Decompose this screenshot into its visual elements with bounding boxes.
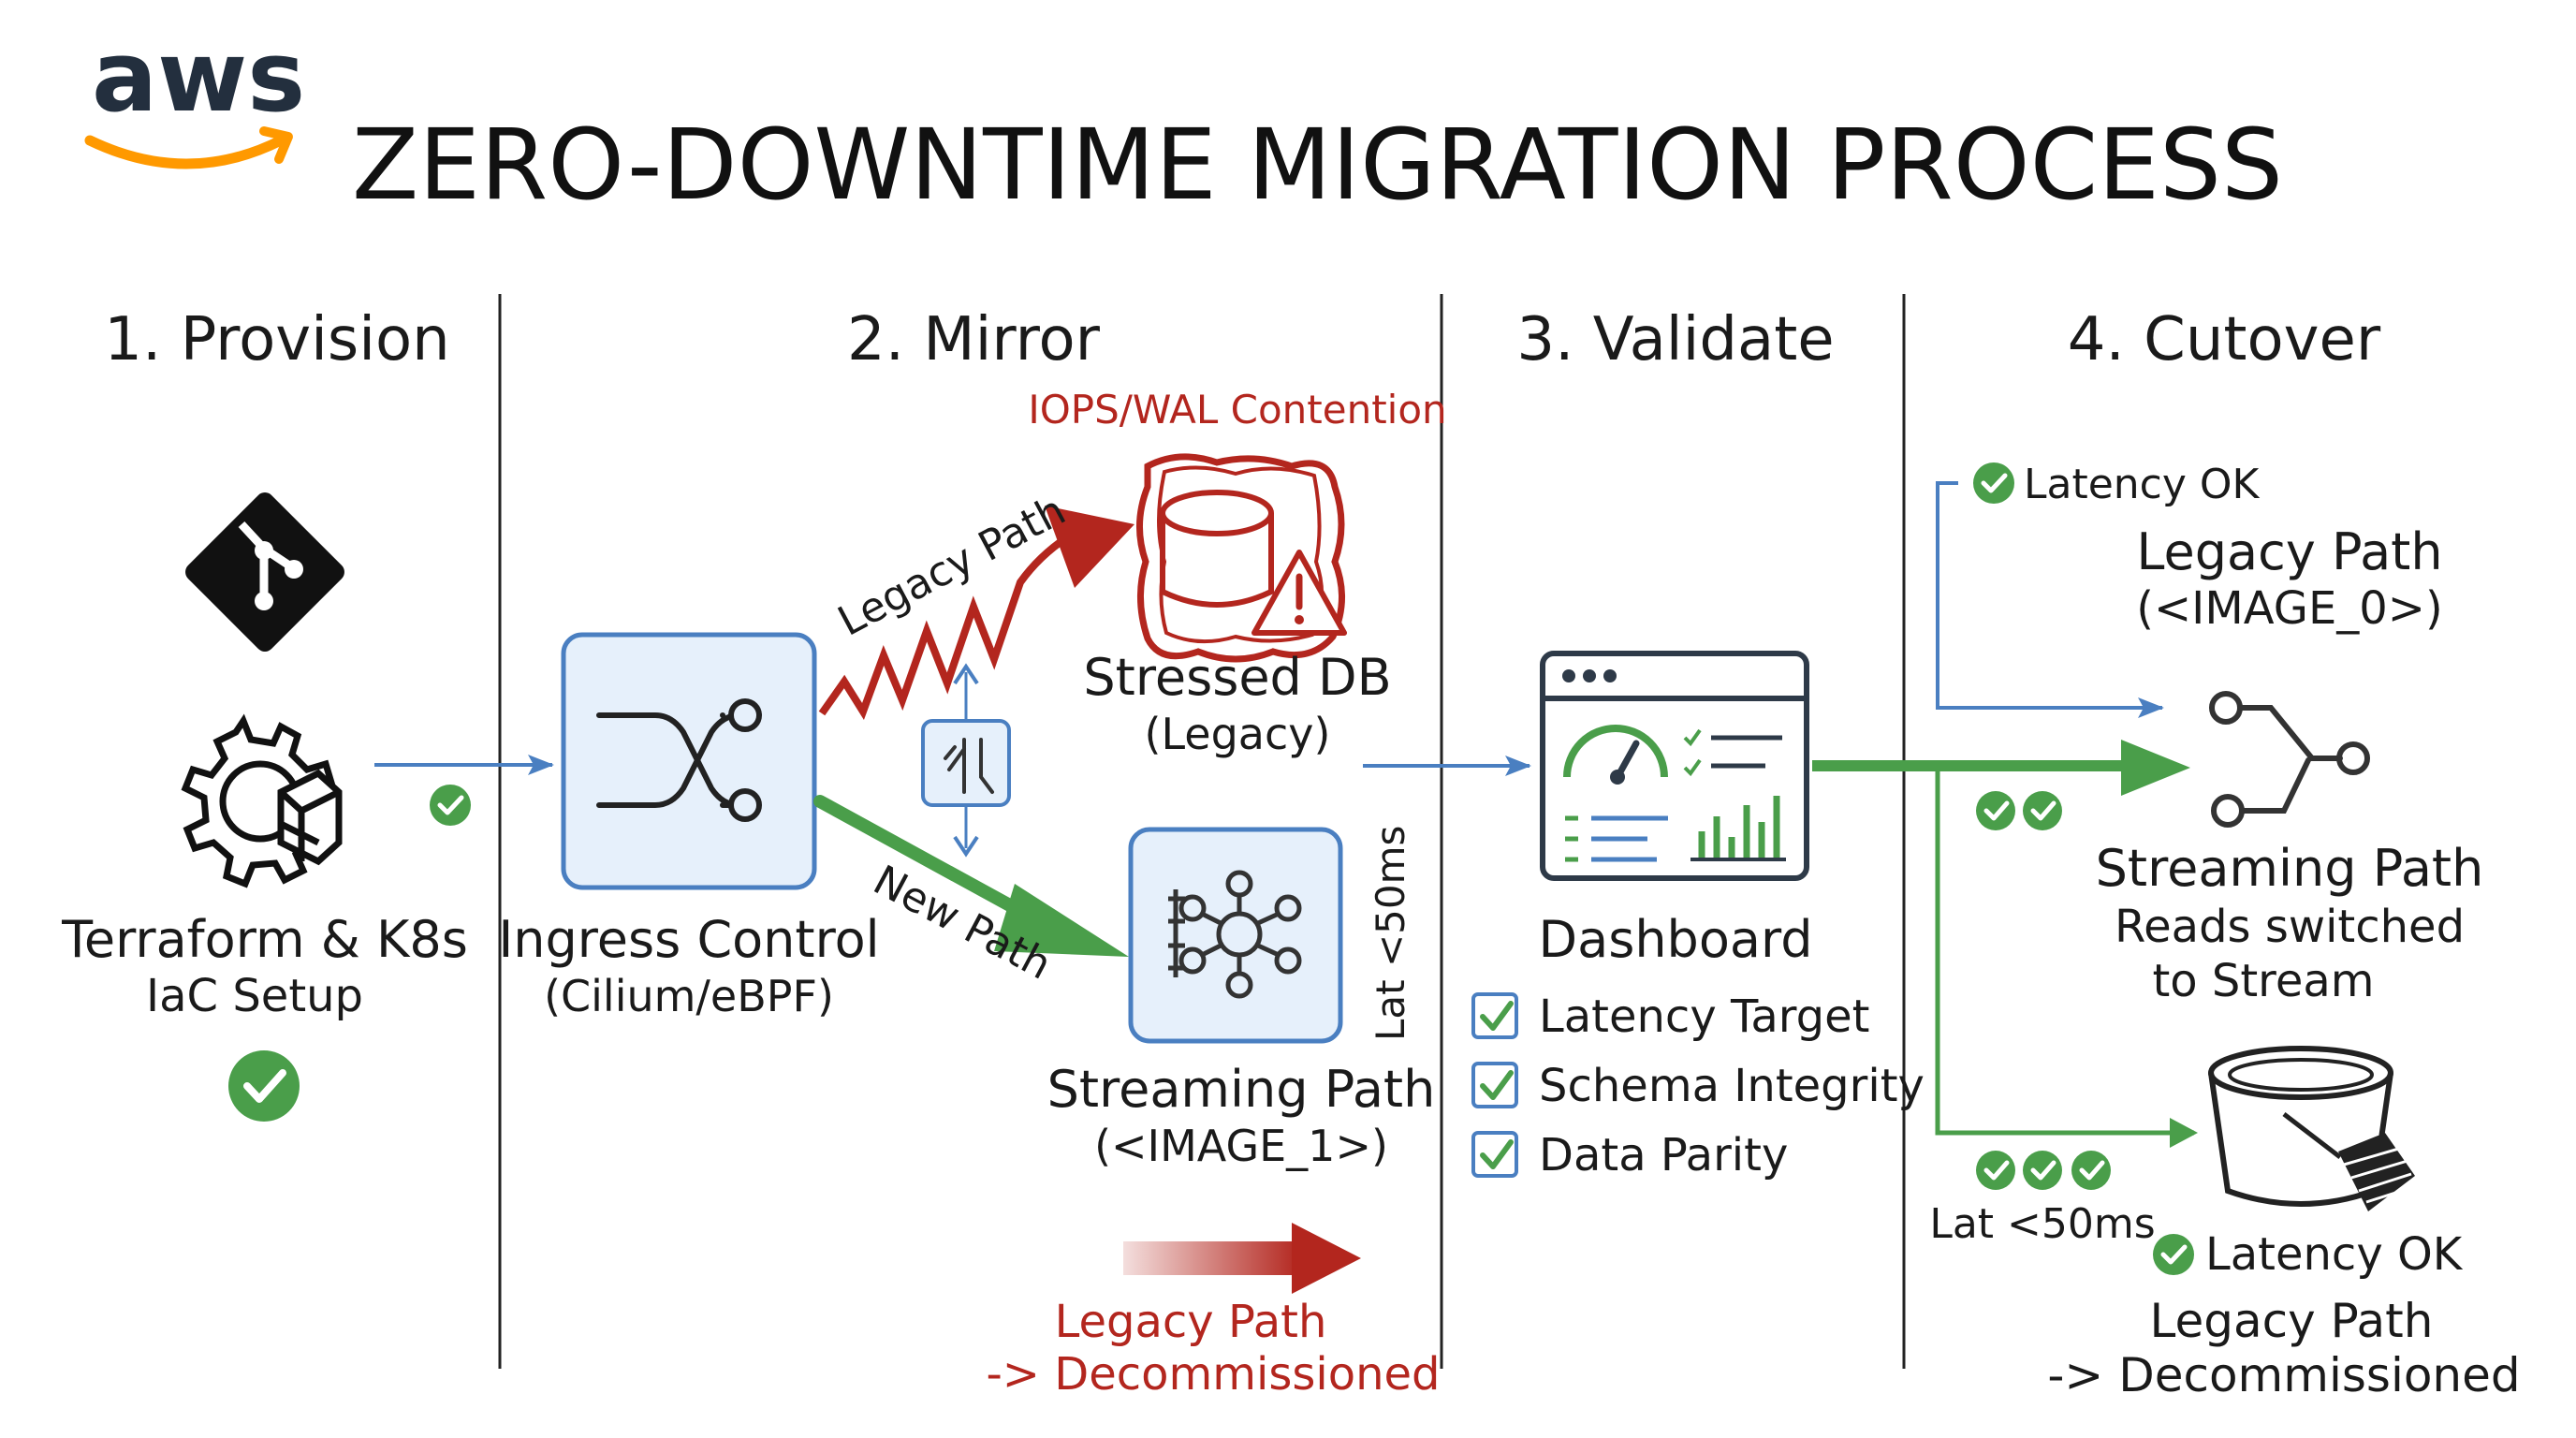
check-item: Schema Integrity (1471, 1060, 1925, 1112)
broom-icon (2338, 1133, 2415, 1211)
cutover-stream-sub1: Reads switched (2115, 901, 2465, 953)
validation-checklist: Latency Target Schema Integrity Data Par… (1471, 990, 1925, 1181)
stressed-db-icon (1136, 453, 1347, 663)
streaming-path-box (1128, 827, 1343, 1044)
git-icon (185, 492, 344, 652)
cutover-decom-line2: -> Decommissioned (2047, 1348, 2520, 1402)
aws-smile-icon (84, 135, 286, 169)
latency-ok-bottom-label: Latency OK (2205, 1228, 2464, 1281)
check-badge (430, 785, 471, 826)
new-path-arrow (813, 795, 1129, 957)
aws-logo: aws (84, 20, 305, 169)
gear-icon (181, 713, 343, 888)
cutover-stream-label: Streaming Path (2096, 839, 2484, 898)
page-title: ZERO-DOWNTIME MIGRATION PROCESS (352, 108, 2283, 222)
latency-ok-bottom: Latency OK (2153, 1228, 2464, 1281)
cutover-decom-line1: Legacy Path (2150, 1294, 2434, 1348)
latency-ok-top: Latency OK (1973, 461, 2261, 508)
stage-header-provision: 1. Provision (104, 305, 449, 374)
stage-header-mirror: 2. Mirror (847, 305, 1101, 374)
cutover-branch-lines (1935, 481, 2198, 1148)
cutover-legacy-label: Legacy Path (2136, 522, 2442, 581)
stage-header-cutover: 4. Cutover (2068, 305, 2381, 374)
mirror-decom-line1: Legacy Path (1055, 1296, 1327, 1348)
dashboard-label: Dashboard (1539, 910, 1813, 969)
mirror-decom-line2: -> Decommissioned (986, 1348, 1440, 1401)
provision-check-icon (228, 1050, 300, 1122)
mirror-latency-label: Lat <50ms (1368, 826, 1413, 1041)
cutover-latency-label: Lat <50ms (1929, 1200, 2155, 1248)
bucket-icon (2208, 1046, 2415, 1211)
decommission-arrow (1123, 1223, 1361, 1294)
gauge-icon (1563, 725, 1668, 785)
stream-hub-icon (1168, 870, 1302, 999)
provision-label: Terraform & K8s (61, 910, 468, 969)
check-label: Schema Integrity (1539, 1060, 1925, 1112)
warning-icon (1251, 550, 1347, 636)
triple-check-badge (1976, 1151, 2111, 1190)
aws-logo-text: aws (92, 20, 305, 134)
check-label: Data Parity (1539, 1129, 1788, 1181)
stage-header-validate: 3. Validate (1516, 305, 1834, 374)
contention-label: IOPS/WAL Contention (1028, 387, 1446, 433)
stream-label: Streaming Path (1047, 1060, 1436, 1119)
mirror-filter-icon (921, 663, 1011, 858)
cutover-main-arrow (1812, 740, 2190, 796)
db-label: Stressed DB (1083, 648, 1391, 707)
cutover-legacy-sublabel: (<IMAGE_0>) (2136, 582, 2443, 635)
legacy-path-arrow (818, 506, 1134, 721)
check-label: Latency Target (1539, 990, 1869, 1043)
check-item: Data Parity (1471, 1129, 1788, 1181)
branch-switch-icon (2209, 691, 2370, 828)
ingress-control-box (561, 632, 817, 890)
switch-icon (596, 698, 762, 822)
check-item: Latency Target (1471, 990, 1869, 1043)
cutover-stream-sub2: to Stream (2152, 955, 2374, 1007)
dashboard-window-icon (1540, 651, 1809, 881)
column-dividers (498, 294, 1906, 1369)
double-check-badge (1976, 791, 2062, 830)
latency-ok-top-label: Latency OK (2024, 461, 2261, 508)
ingress-sublabel: (Cilium/eBPF) (544, 971, 834, 1021)
stream-sublabel: (<IMAGE_1>) (1094, 1121, 1388, 1171)
ingress-label: Ingress Control (498, 910, 879, 969)
provision-sublabel: IaC Setup (146, 970, 363, 1022)
db-sublabel: (Legacy) (1145, 709, 1331, 759)
